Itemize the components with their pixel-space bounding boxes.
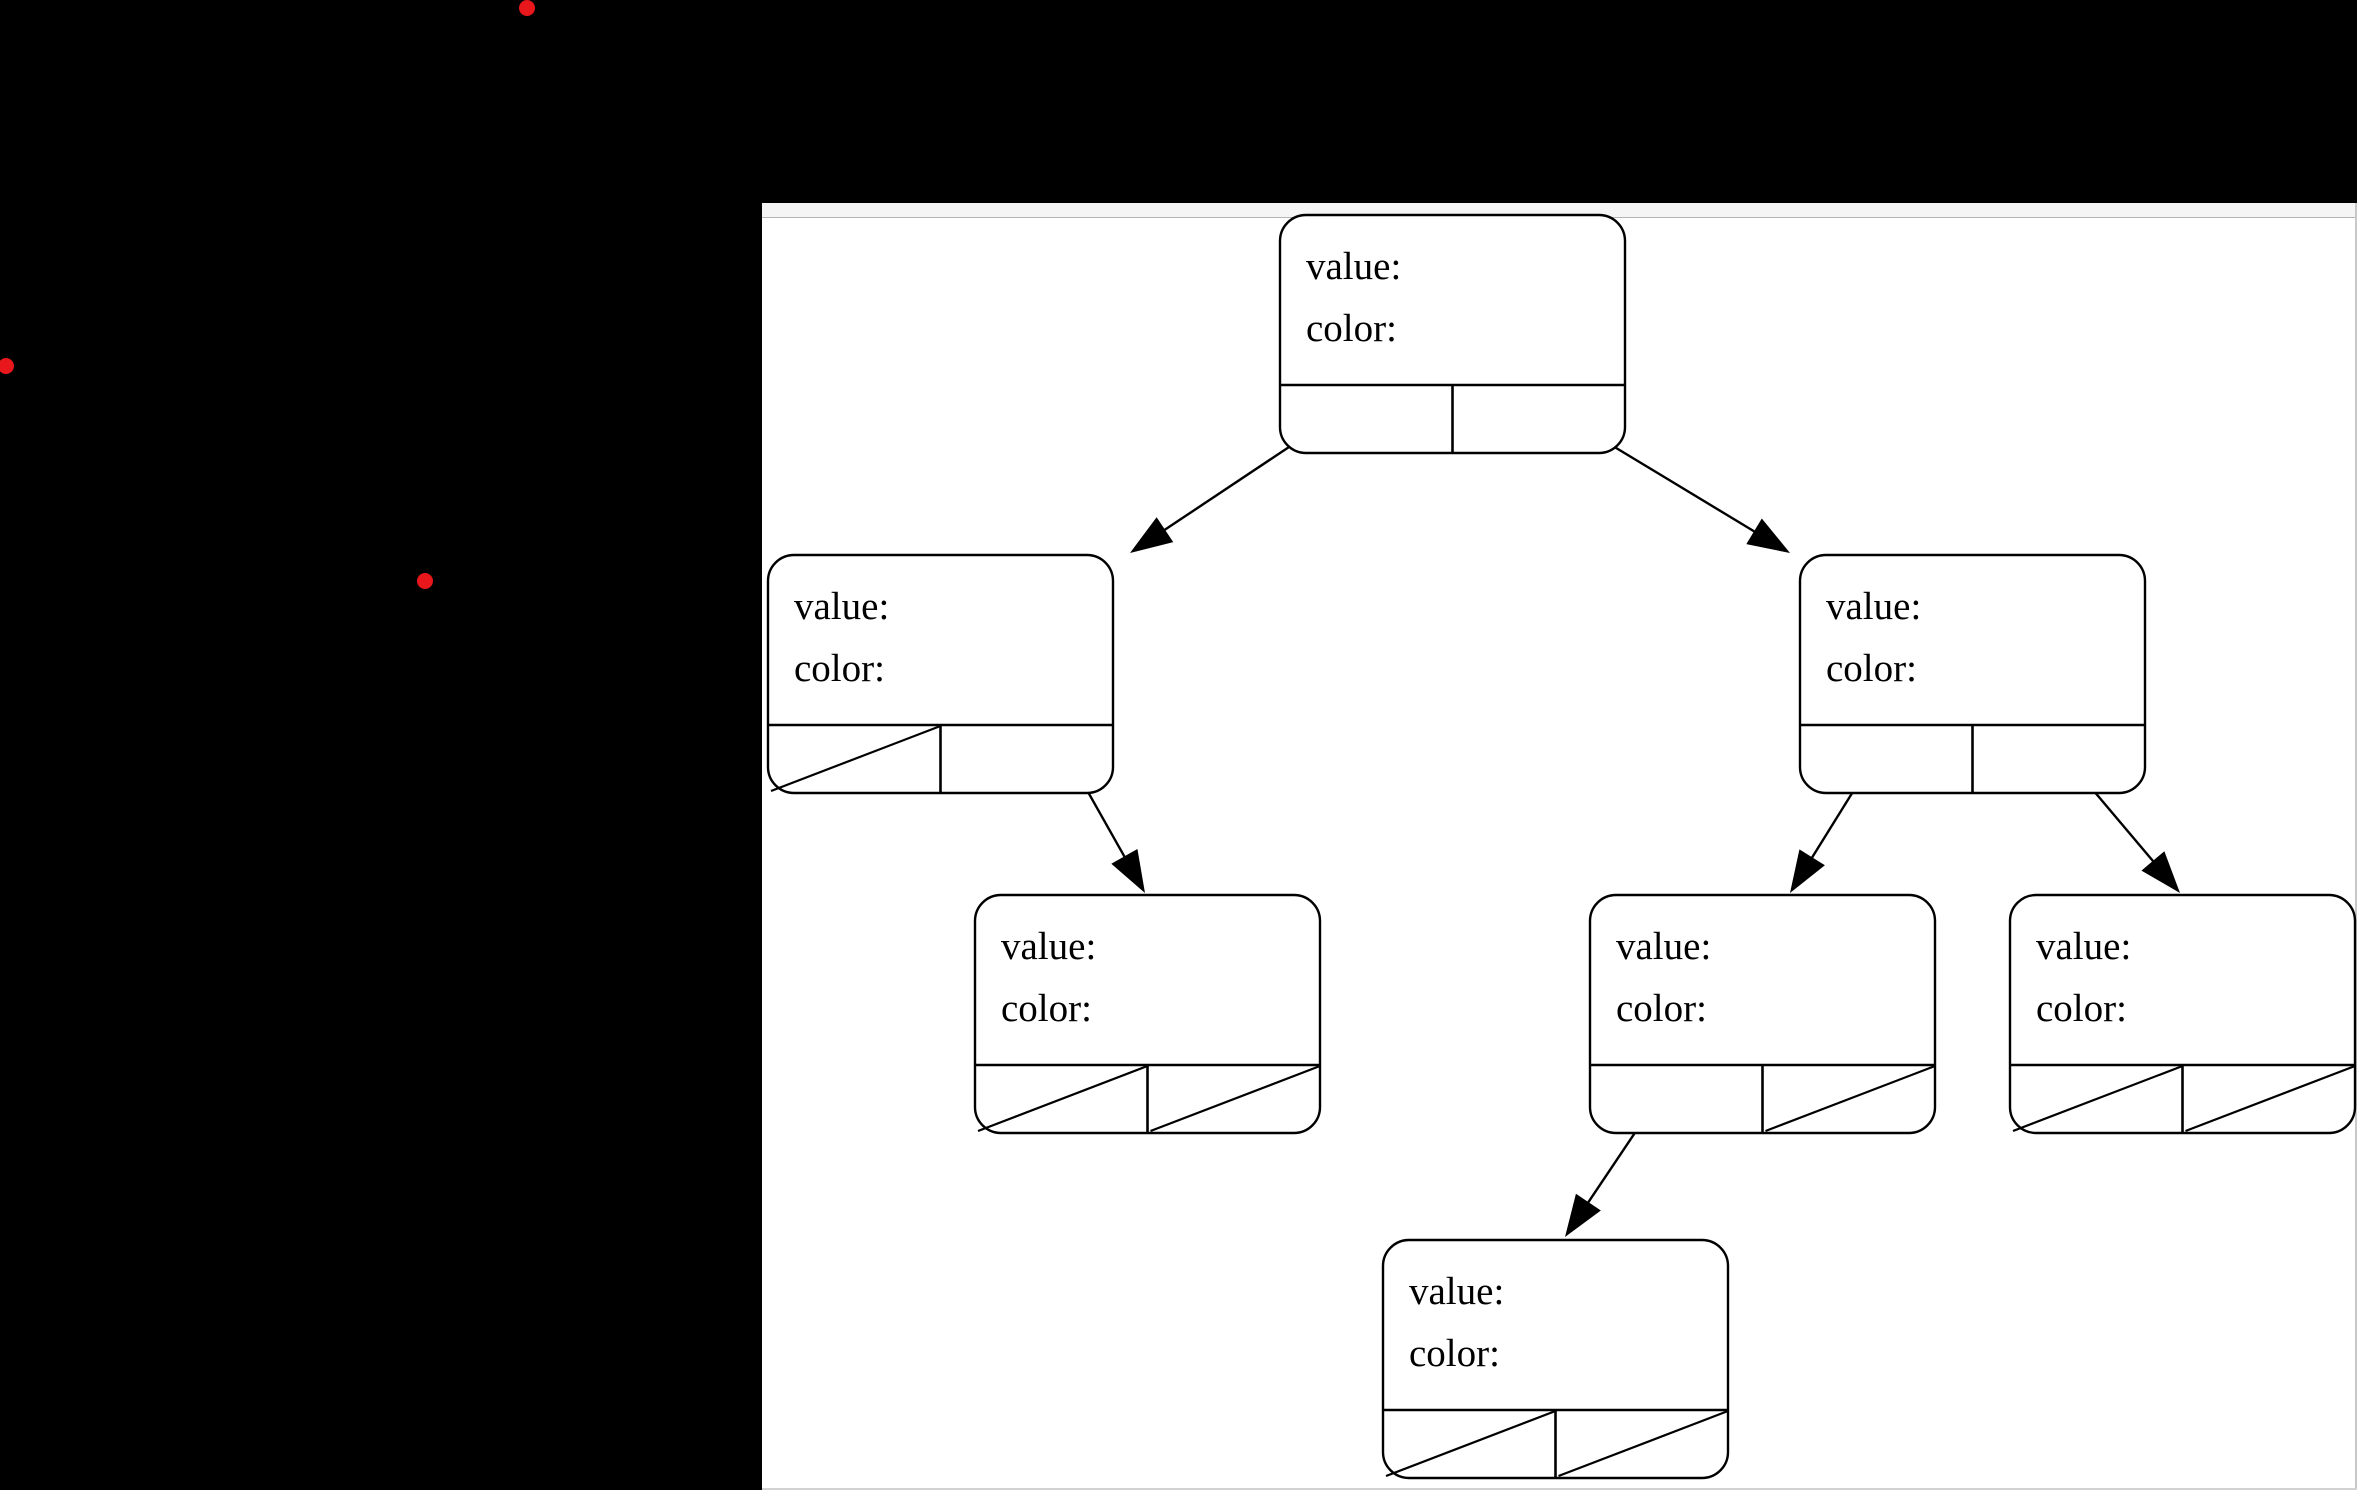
edge-arrowhead <box>1790 849 1825 893</box>
left-pointer-null-slash <box>770 724 941 793</box>
right-pointer-null-slash <box>1150 1064 1321 1133</box>
panel-bottom-border <box>762 1488 2357 1490</box>
node-color-label: color: <box>794 647 885 690</box>
node-value-label: value: <box>1616 925 1711 968</box>
node-color-label: color: <box>1409 1332 1500 1375</box>
tree-node-right-left[interactable]: value: color: <box>1588 893 1937 1135</box>
tree-node-left-right[interactable]: value: color: <box>973 893 1322 1135</box>
node-color-label: color: <box>1306 307 1397 350</box>
node-color-label: color: <box>1616 987 1707 1030</box>
cursor-marker-mid <box>417 573 433 589</box>
node-value-label: value: <box>794 585 889 628</box>
node-value-label: value: <box>1409 1270 1504 1313</box>
node-value-label: value: <box>2036 925 2131 968</box>
tree-node-right-left-left[interactable]: value: color: <box>1381 1238 1730 1480</box>
edge-arrowhead <box>2141 851 2180 893</box>
edge-arrowhead <box>1111 849 1145 893</box>
edge-arrowhead <box>1130 517 1174 553</box>
node-color-label: color: <box>1826 647 1917 690</box>
right-pointer-null-slash <box>1765 1064 1936 1133</box>
edge-arrowhead <box>1565 1193 1601 1237</box>
panel-right-border <box>2355 203 2357 1490</box>
tree-node-right-right[interactable]: value: color: <box>2008 893 2357 1135</box>
node-value-label: value: <box>1826 585 1921 628</box>
edge-arrowhead <box>1746 518 1790 553</box>
node-value-label: value: <box>1001 925 1096 968</box>
diagram-viewport[interactable]: value:color:value:color:value:color:valu… <box>762 203 2357 1490</box>
cursor-marker-top <box>519 0 535 16</box>
cursor-marker-left <box>0 358 14 374</box>
binary-tree-diagram: value:color:value:color:value:color:valu… <box>766 213 2357 1480</box>
left-pointer-null-slash <box>1385 1409 1556 1478</box>
left-pointer-null-slash <box>2012 1064 2183 1133</box>
node-color-label: color: <box>2036 987 2127 1030</box>
right-pointer-null-slash <box>2185 1064 2356 1133</box>
node-color-label: color: <box>1001 987 1092 1030</box>
tree-node-right[interactable]: value: color: <box>1798 553 2147 795</box>
right-pointer-null-slash <box>1558 1409 1729 1478</box>
node-value-label: value: <box>1306 245 1401 288</box>
tree-node-left[interactable]: value: color: <box>766 553 1115 795</box>
tree-node-root[interactable]: value: color: <box>1278 213 1627 455</box>
left-pointer-null-slash <box>977 1064 1148 1133</box>
